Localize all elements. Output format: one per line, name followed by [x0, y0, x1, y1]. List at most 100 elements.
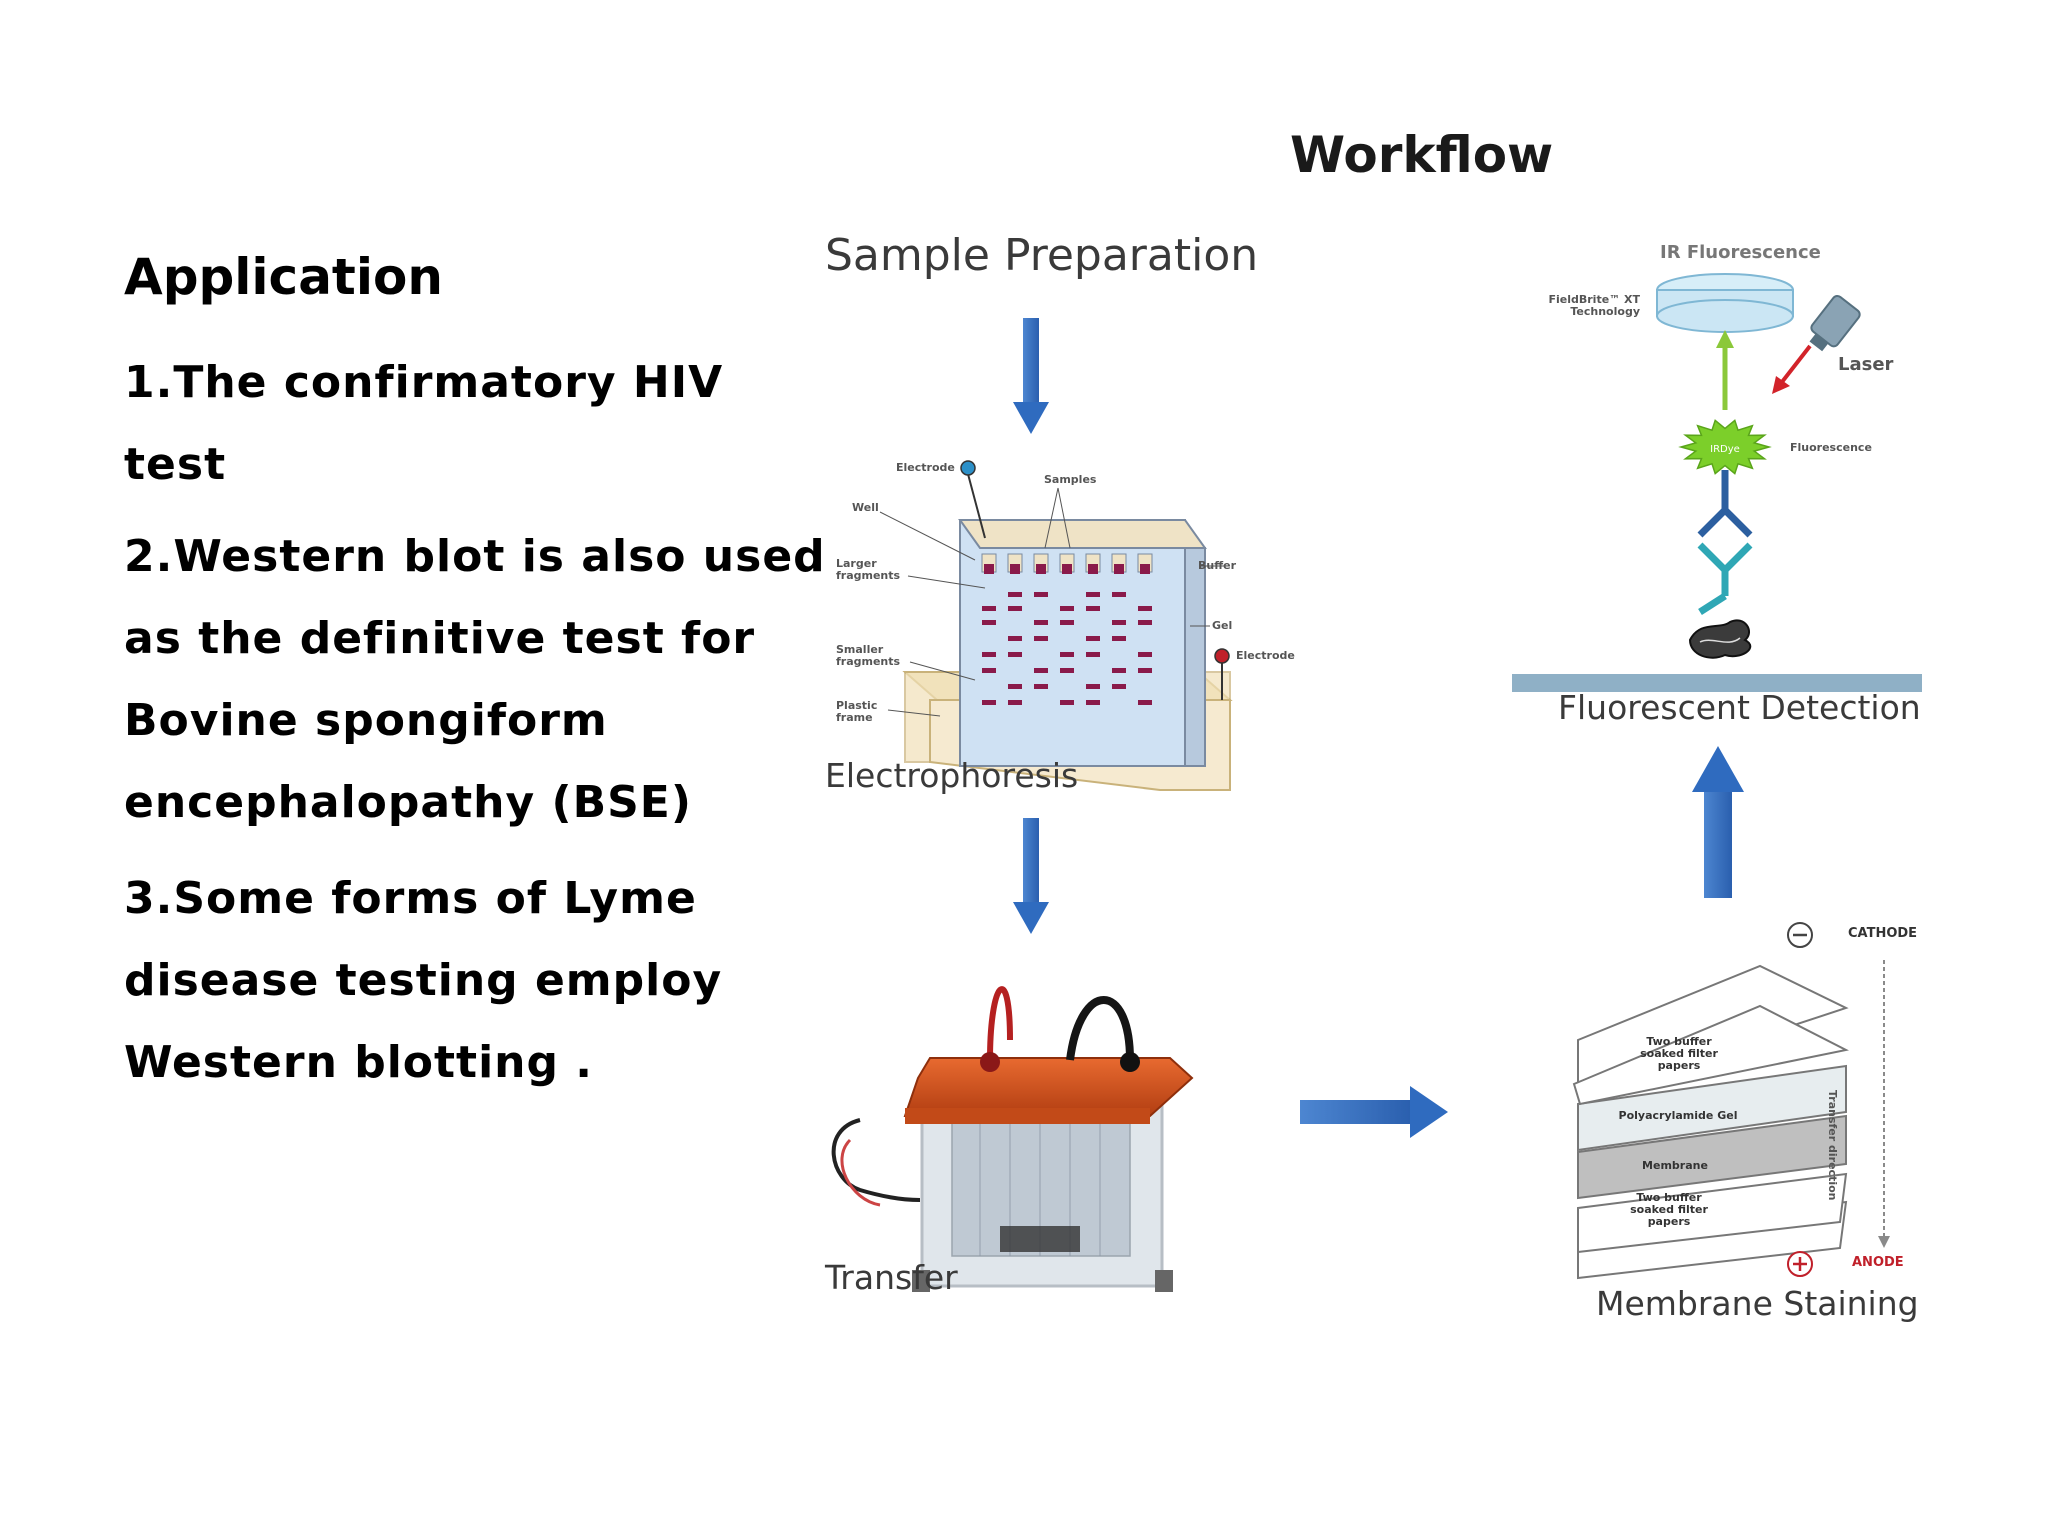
gel-band — [1008, 684, 1022, 689]
gel-band — [1034, 684, 1048, 689]
label-electrode-top: Electrode — [896, 461, 955, 474]
application-item-3-line-2: disease testing employ — [124, 955, 723, 1006]
application-item-3: 3.Some forms of Lyme disease testing emp… — [124, 858, 764, 1104]
label-electrode-right: Electrode — [1236, 649, 1295, 662]
label-smaller-fragments: Smaller fragments — [836, 643, 901, 668]
gel-band — [1008, 606, 1022, 611]
label-fluorescence: Fluorescence — [1790, 441, 1872, 454]
workflow-title: Workflow — [1290, 126, 1554, 184]
gel-band — [1138, 620, 1152, 625]
gel-band — [1060, 668, 1074, 673]
gel-band — [1008, 592, 1022, 597]
label-plastic-frame: Plastic frame — [836, 699, 878, 724]
sample-load — [1062, 564, 1072, 574]
gel-band — [1138, 652, 1152, 657]
label-transfer-direction: Transfer direction — [1826, 1090, 1839, 1201]
label-polyacrylamide-gel: Polyacrylamide Gel — [1618, 1109, 1738, 1122]
arrow-down-electrophoresis-to-transfer — [1013, 818, 1049, 934]
gel-band — [1112, 592, 1126, 597]
plus-circle-icon — [1787, 1251, 1813, 1277]
label-gel: Gel — [1212, 619, 1233, 632]
application-item-2-line-2: as the definitive test for — [124, 613, 756, 664]
gel-band — [1112, 668, 1126, 673]
label-filter-papers-top: Two buffer soaked filter papers — [1640, 1035, 1718, 1072]
application-item-2-line-4: encephalopathy (BSE) — [124, 777, 692, 828]
sample-load — [1088, 564, 1098, 574]
sample-load — [1010, 564, 1020, 574]
label-fieldbrite: FieldBrite™ XT Technology — [1548, 293, 1640, 318]
gel-band — [1138, 700, 1152, 705]
gel-band — [1008, 636, 1022, 641]
gel-band — [982, 668, 996, 673]
application-title: Application — [124, 248, 443, 306]
gel-band — [1086, 636, 1100, 641]
gel-band — [982, 620, 996, 625]
gel-band — [1060, 652, 1074, 657]
gel-band — [1034, 636, 1048, 641]
fluorescent-detection: IRDye — [1512, 273, 1922, 692]
gel-band — [1034, 668, 1048, 673]
label-laser: Laser — [1838, 354, 1894, 375]
label-larger-fragments: Larger fragments — [836, 557, 901, 582]
gel-band — [1060, 620, 1074, 625]
arrow-right-transfer-to-membrane — [1300, 1086, 1448, 1138]
gel-band — [1112, 636, 1126, 641]
application-item-3-line-3: Western blotting . — [124, 1037, 594, 1088]
label-ir-fluorescence: IR Fluorescence — [1660, 242, 1821, 263]
step-membrane-staining: Membrane Staining — [1596, 1284, 1919, 1323]
label-well: Well — [852, 501, 879, 514]
electrode-negative-icon — [960, 460, 976, 476]
application-item-2-line-1: 2.Western blot is also used — [124, 531, 826, 582]
gel-band — [1060, 700, 1074, 705]
gel-band — [1112, 684, 1126, 689]
gel-band — [1034, 620, 1048, 625]
gel-band — [1034, 592, 1048, 597]
membrane-stack — [1572, 922, 1890, 1280]
gel-wells — [981, 553, 1153, 574]
step-fluorescent-detection: Fluorescent Detection — [1558, 688, 1921, 727]
gel-band — [1086, 606, 1100, 611]
arrow-down-sample-to-electrophoresis — [1013, 318, 1049, 434]
gel-band — [1060, 606, 1074, 611]
step-transfer: Transfer — [825, 1258, 958, 1297]
minus-circle-icon — [1787, 922, 1813, 948]
application-item-1: 1.The confirmatory HIV test — [124, 342, 764, 506]
sample-load — [1140, 564, 1150, 574]
step-sample-preparation: Sample Preparation — [825, 230, 1259, 281]
label-membrane: Membrane — [1642, 1159, 1708, 1172]
gel-band — [1138, 606, 1152, 611]
label-cathode: CATHODE — [1848, 926, 1918, 941]
application-item-2: 2.Western blot is also used as the defin… — [124, 516, 826, 844]
electrophoresis-tank — [879, 460, 1233, 791]
label-anode: ANODE — [1852, 1255, 1904, 1270]
irdye-label: IRDye — [1710, 444, 1740, 455]
fluorescence-burst-icon — [1678, 419, 1772, 475]
label-filter-papers-bottom: Two buffer soaked filter papers — [1630, 1191, 1708, 1228]
application-item-1-line-1: 1.The confirmatory HIV — [124, 357, 724, 408]
gel-band — [982, 606, 996, 611]
gel-band — [1086, 700, 1100, 705]
gel-bands — [982, 592, 1152, 705]
gel-band — [1008, 700, 1022, 705]
transfer-apparatus — [831, 986, 1194, 1292]
sample-load — [1036, 564, 1046, 574]
gel-band — [1008, 652, 1022, 657]
sample-load — [1114, 564, 1124, 574]
sample-load — [984, 564, 994, 574]
label-buffer: Buffer — [1198, 559, 1237, 572]
application-item-1-line-2: test — [124, 439, 227, 490]
gel-band — [982, 652, 996, 657]
step-electrophoresis: Electrophoresis — [825, 756, 1079, 795]
application-item-2-line-3: Bovine spongiform — [124, 695, 608, 746]
application-item-3-line-1: 3.Some forms of Lyme — [124, 873, 697, 924]
label-samples: Samples — [1044, 473, 1097, 486]
gel-band — [1112, 620, 1126, 625]
electrode-positive-icon — [1214, 648, 1230, 664]
gel-band — [1086, 592, 1100, 597]
gel-band — [982, 700, 996, 705]
gel-band — [1138, 668, 1152, 673]
gel-band — [1086, 684, 1100, 689]
gel-band — [1086, 652, 1100, 657]
arrow-up-membrane-to-detection — [1692, 746, 1744, 898]
